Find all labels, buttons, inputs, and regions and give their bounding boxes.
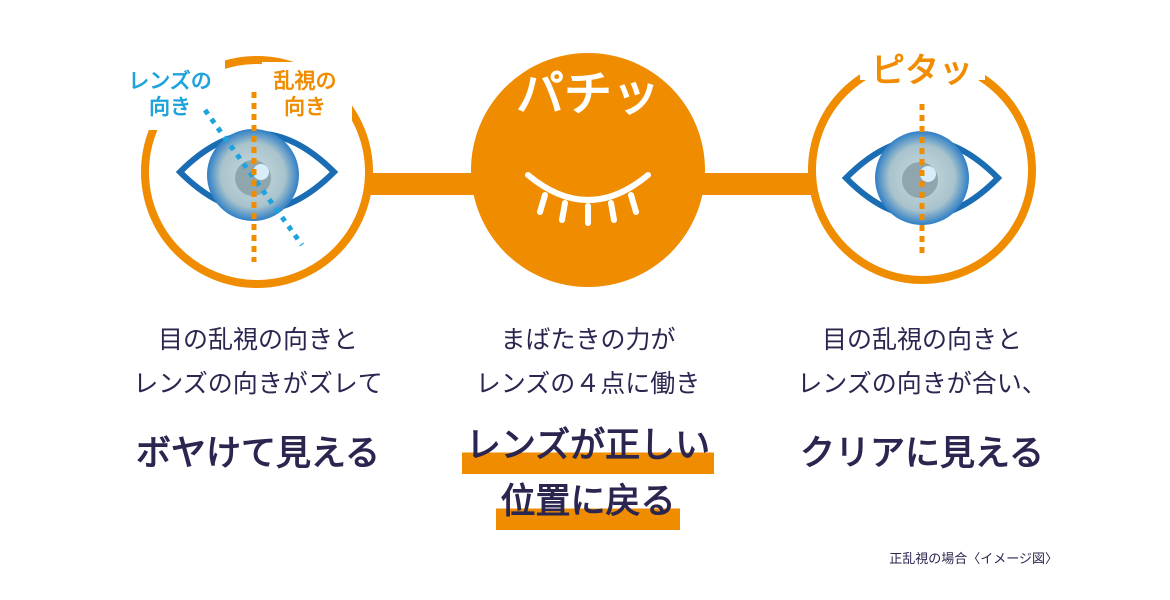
right-caption-line: レンズの向きが合い、: [797, 369, 1047, 398]
middle-caption-line: まばたきの力が: [500, 325, 676, 354]
lens-direction-label: レンズの: [128, 69, 212, 93]
blink-title: パチッ: [516, 66, 660, 122]
closed-eye-icon: [525, 172, 651, 226]
left-result: ボヤけて見える: [136, 434, 380, 474]
left-caption: 目の乱視の向きと レンズの向きがズレて: [78, 318, 438, 406]
astigmatism-direction-label: 乱視の: [274, 69, 337, 93]
middle-result-line: 位置に戻る: [496, 474, 680, 530]
eye-clear-icon: [841, 104, 1003, 255]
left-circle: レンズの 向き 乱視の 向き: [120, 56, 373, 288]
right-result: クリアに見える: [800, 434, 1044, 474]
middle-result: レンズが正しい 位置に戻る: [408, 418, 768, 530]
right-caption-line: 目の乱視の向きと: [821, 325, 1022, 354]
right-circle: ピタッ: [808, 40, 1036, 284]
right-caption: 目の乱視の向きと レンズの向きが合い、: [742, 318, 1102, 406]
middle-caption-line: レンズの４点に働き: [475, 369, 701, 398]
middle-circle: パチッ: [471, 53, 705, 287]
image-note: 正乱視の場合〈イメージ図〉: [889, 552, 1058, 567]
left-caption-line: レンズの向きがズレて: [133, 369, 383, 398]
lens-direction-label-2: 向き: [149, 95, 191, 119]
connector-right: [698, 173, 818, 195]
left-caption-line: 目の乱視の向きと: [157, 325, 358, 354]
middle-caption: まばたきの力が レンズの４点に働き: [408, 318, 768, 406]
astigmatism-direction-label-2: 向き: [284, 95, 326, 119]
eye-blurry-icon: [175, 92, 339, 262]
middle-result-line: レンズが正しい: [461, 418, 715, 474]
fit-title: ピタッ: [871, 51, 973, 91]
connector-left: [360, 173, 480, 195]
